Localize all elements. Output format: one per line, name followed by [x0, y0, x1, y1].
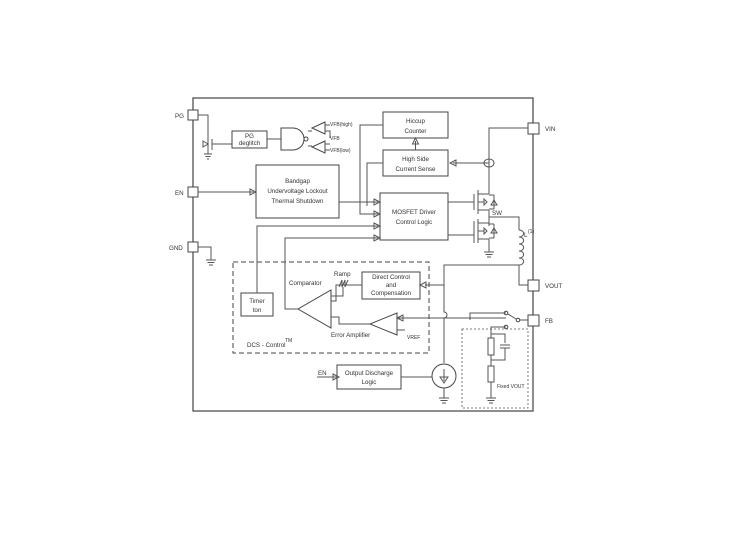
pin-pg-label: PG — [175, 113, 184, 120]
pg-open-drain-transistor — [198, 114, 232, 160]
vth-high-label: VFB(high) — [330, 122, 353, 128]
low-side-mosfet — [448, 219, 498, 258]
high-side-mosfet — [448, 190, 498, 226]
direct-control-line2: and — [386, 282, 397, 289]
high-side-current-sense-block: High Side Current Sense — [382, 149, 449, 177]
current-source — [431, 363, 457, 404]
inductor-label: L — [524, 232, 528, 239]
discharge-line2: Logic — [362, 379, 377, 386]
hscs-to-driver-wire — [366, 162, 383, 206]
pin-vin: VIN — [527, 122, 555, 135]
pin-vout: VOUT — [527, 279, 562, 292]
discharge-line1: Output Discharge — [345, 370, 394, 377]
ramp-label: Ramp — [334, 271, 351, 278]
inductor-sup: (1) — [528, 229, 534, 235]
pin-pg: PG — [175, 109, 199, 121]
en-internal-label: EN — [318, 370, 327, 377]
pg-comparators: VFB(high) VFB VFB(low) — [310, 121, 353, 154]
pin-en-label: EN — [175, 190, 184, 197]
direct-control-line3: Compensation — [371, 290, 411, 297]
pin-en: EN — [175, 186, 199, 198]
driver-line1: MOSFET Driver — [392, 209, 436, 216]
vref-label: VREF — [407, 335, 420, 341]
ic-outline — [192, 97, 534, 412]
vth-label: VFB — [330, 136, 340, 142]
hiccup-line2: Counter — [404, 128, 426, 135]
bandgap-block: Bandgap Undervoltage Lockout Thermal Shu… — [255, 164, 340, 219]
vin-bus — [488, 127, 528, 190]
direct-control-to-comparator — [331, 284, 362, 302]
dcs-control-sup: TM — [285, 338, 292, 344]
timer-to-driver-wire — [256, 225, 378, 293]
nand-gate — [267, 127, 312, 151]
fb-switch-network — [469, 310, 528, 338]
comparator-label: Comparator — [289, 280, 322, 287]
pg-deglitch-line1: PG — [245, 133, 254, 140]
bandgap-line2: Undervoltage Lockout — [267, 188, 327, 195]
output-discharge-block: Output Discharge Logic — [336, 364, 402, 390]
hscs-line2: Current Sense — [396, 166, 436, 173]
error-amplifier-label: Error Amplifier — [331, 332, 370, 339]
inductor: L (1) — [518, 229, 534, 286]
sw-node-wire — [489, 216, 520, 230]
mosfet-driver-block: MOSFET Driver Control Logic — [379, 192, 449, 241]
pin-vin-label: VIN — [545, 126, 555, 133]
timer-line2: ton — [253, 307, 262, 314]
comparator: Comparator — [284, 234, 382, 329]
pin-vout-label: VOUT — [545, 283, 562, 290]
direct-control-line1: Direct Control — [372, 274, 410, 281]
error-amplifier: Error Amplifier VREF — [331, 312, 420, 341]
hscs-line1: High Side — [402, 156, 429, 163]
dcs-control-label: DCS - Control — [247, 342, 286, 349]
pin-fb: FB — [527, 314, 553, 327]
fixed-vout-region — [461, 328, 529, 409]
pg-deglitch-block: PG deglitch — [231, 130, 268, 149]
dcs-control-region — [232, 261, 430, 354]
timer-line1: Timer — [249, 298, 265, 305]
hiccup-to-driver-wire — [359, 124, 383, 215]
hiccup-line1: Hiccup — [406, 118, 425, 125]
bandgap-line1: Bandgap — [285, 178, 310, 185]
timer-block: Timer ton — [240, 292, 274, 317]
pg-deglitch-line2: deglitch — [239, 140, 261, 147]
sw-label: SW — [492, 210, 502, 217]
ramp: Ramp — [331, 271, 351, 297]
vth-low-label: VFB(low) — [330, 148, 351, 154]
bandgap-line3: Thermal Shutdown — [272, 198, 324, 205]
pin-gnd: GND — [169, 241, 199, 253]
fixed-vout-label: Fixed VOUT — [497, 384, 525, 390]
direct-control-block: Direct Control and Compensation — [361, 271, 421, 300]
hiccup-counter-block: Hiccup Counter — [382, 111, 449, 139]
pin-fb-label: FB — [545, 318, 553, 325]
fixed-vout-divider: Fixed VOUT — [486, 333, 525, 404]
gnd-connection — [198, 246, 216, 266]
pin-gnd-label: GND — [169, 245, 183, 252]
driver-line2: Control Logic — [396, 219, 432, 226]
